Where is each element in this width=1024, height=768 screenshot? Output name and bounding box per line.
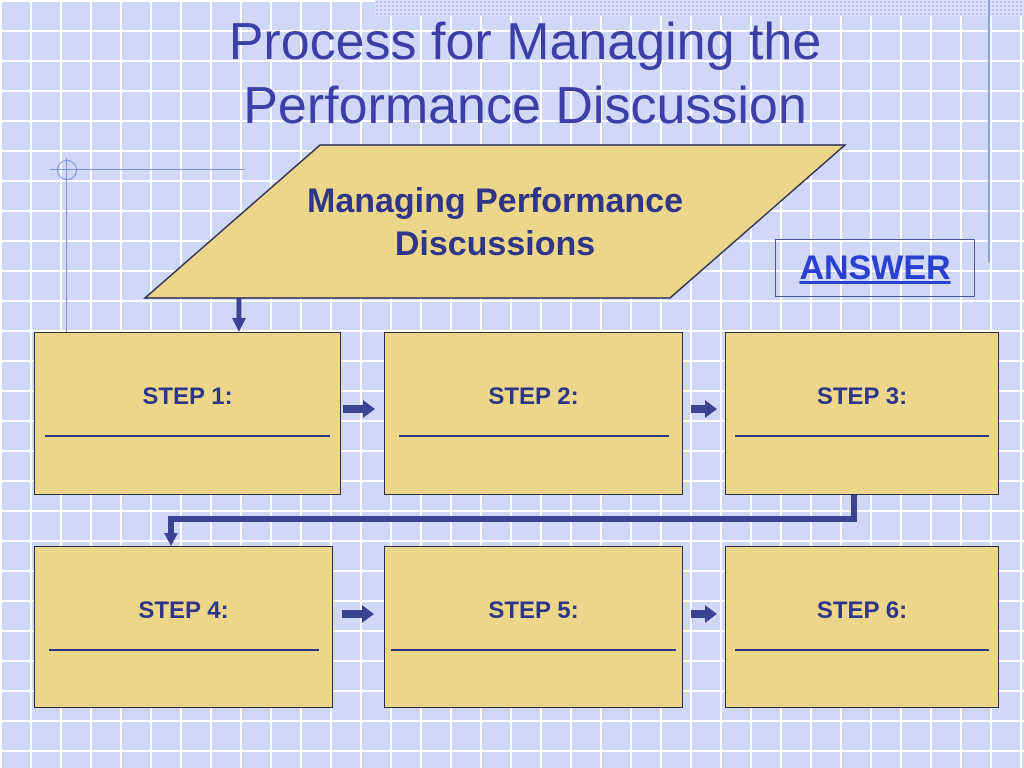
decorative-horizontal-line: [50, 169, 245, 170]
step-label-3: STEP 3:: [816, 383, 908, 410]
connector-step3-to-step4: [168, 494, 857, 535]
step-label-5: STEP 5:: [488, 597, 579, 624]
step-box-6: STEP 6:: [725, 546, 999, 708]
answer-link[interactable]: ANSWER: [799, 248, 951, 287]
step-label-1: STEP 1:: [142, 383, 233, 410]
arrowhead-step3-to-step4: [164, 533, 178, 546]
step-label-2: STEP 2:: [488, 383, 579, 410]
step-box-1: STEP 1:: [34, 332, 341, 495]
step-answer-blank-3: [735, 435, 989, 437]
step-answer-blank-2: [398, 435, 669, 437]
step-box-2: STEP 2:: [384, 332, 683, 495]
step-answer-blank-1: [45, 435, 330, 437]
step-box-4: STEP 4:: [34, 546, 333, 708]
decorative-dotted-band: [375, 0, 1024, 16]
decorative-vertical-line: [988, 0, 990, 262]
start-parallelogram-shape: [143, 144, 847, 299]
step-box-3: STEP 3:: [725, 332, 999, 495]
decorative-circle: [57, 160, 77, 180]
decorative-vertical-line-left: [66, 158, 67, 333]
step-answer-blank-4: [48, 649, 319, 651]
step-answer-blank-5: [391, 649, 676, 651]
start-shape-line-1: Managing Performance: [307, 182, 683, 220]
slide-title: Process for Managing the Performance Dis…: [0, 10, 1024, 138]
step-answer-blank-6: [735, 649, 989, 651]
slide-title-line-2: Performance Discussion: [243, 77, 807, 135]
answer-button[interactable]: ANSWER: [775, 239, 975, 297]
step-label-4: STEP 4:: [138, 597, 229, 624]
arrow-step4-to-step5: [342, 605, 374, 623]
start-shape-label: Managing Performance Discussions: [250, 180, 740, 266]
arrowhead-start-to-step1: [232, 318, 246, 332]
arrow-step5-to-step6: [691, 605, 717, 623]
step-label-6: STEP 6:: [816, 597, 908, 624]
arrow-step1-to-step2: [343, 400, 375, 418]
step-box-5: STEP 5:: [384, 546, 683, 708]
arrow-step2-to-step3: [691, 400, 717, 418]
slide-title-line-1: Process for Managing the: [228, 13, 822, 71]
start-shape-line-2: Discussions: [394, 225, 596, 263]
